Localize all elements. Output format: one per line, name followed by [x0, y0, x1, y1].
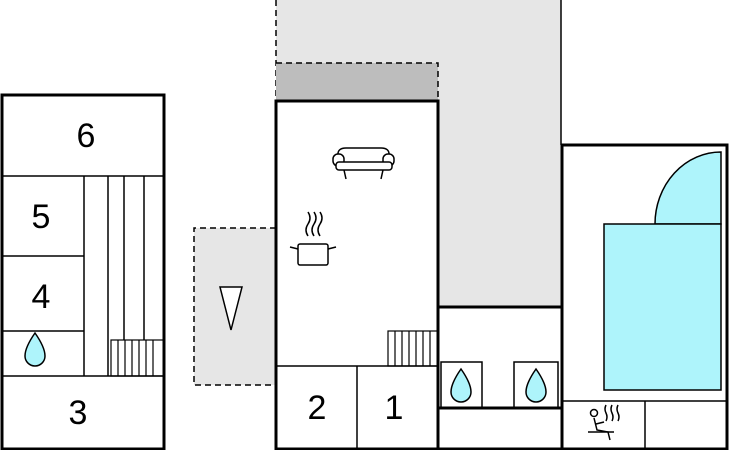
stairs-icon	[110, 339, 165, 377]
room-label-4: 4	[32, 278, 51, 316]
water-drop-icon	[525, 367, 547, 403]
sauna-icon	[588, 404, 620, 441]
room-label-1: 1	[385, 389, 404, 427]
room-label-3: 3	[69, 394, 88, 432]
sofa-icon	[332, 147, 395, 180]
room-label-5: 5	[32, 198, 51, 236]
cooking-pot-icon	[289, 211, 337, 266]
water-drop-icon	[24, 331, 46, 367]
covered-porch	[276, 62, 439, 101]
room-label-6: 6	[77, 117, 96, 155]
pool	[603, 151, 722, 391]
water-drop-icon	[450, 367, 472, 403]
room-label-2: 2	[308, 389, 327, 427]
fireplace-icon	[219, 286, 243, 331]
